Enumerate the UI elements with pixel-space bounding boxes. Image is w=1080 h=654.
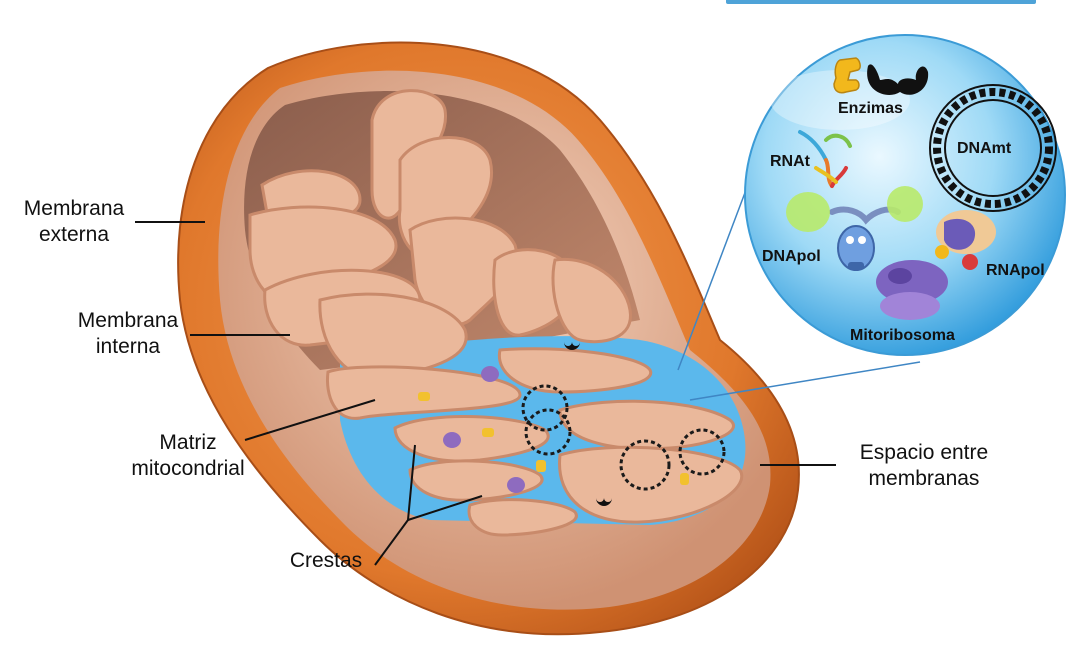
ribosome-glyph xyxy=(443,432,461,448)
label-intermembrane-space: Espacio entre membranas xyxy=(836,440,1012,492)
label-matrix-line1: Matriz xyxy=(159,431,217,454)
enzyme-glyph xyxy=(482,428,494,437)
crista xyxy=(467,498,578,537)
mtdna-ring xyxy=(678,428,726,476)
leader-matrix xyxy=(244,399,376,441)
label-inner-membrane-line1: Membrana xyxy=(77,309,179,332)
inset-label-rna-polymerase: RNApol xyxy=(986,262,1045,279)
crista xyxy=(318,292,468,380)
crista xyxy=(497,347,653,394)
crista xyxy=(408,459,544,502)
top-accent-bar xyxy=(726,0,1036,4)
crista xyxy=(551,257,632,344)
trna-graphic xyxy=(798,130,852,188)
label-inner-membrane-line2: interna xyxy=(95,335,161,358)
mtdna-ring xyxy=(524,408,572,456)
callout-line xyxy=(677,189,747,371)
rna-polymerase-graphic xyxy=(935,210,996,270)
callout-line xyxy=(689,361,921,401)
ribosome-glyph xyxy=(481,366,499,382)
label-matrix-line2: mitocondrial xyxy=(131,457,245,480)
inset-label-mitoribosome: Mitoribosoma xyxy=(850,327,955,344)
crista xyxy=(393,414,550,463)
label-matrix: Matriz mitocondrial xyxy=(118,430,258,482)
mtdna-ring xyxy=(521,384,569,432)
enzyme-glyph xyxy=(596,498,612,506)
mtdna-ring xyxy=(619,439,671,491)
ribosome-glyph xyxy=(507,477,525,493)
enzyme-glyph xyxy=(536,460,546,472)
inset-label-trna: RNAt xyxy=(770,153,810,170)
enzyme-glyph xyxy=(418,392,430,401)
enzyme-glyph xyxy=(564,342,580,350)
label-outer-membrane-line2: externa xyxy=(38,223,110,246)
label-outer-membrane: Membrana externa xyxy=(12,196,136,248)
label-intermembrane-line1: Espacio entre xyxy=(859,441,989,464)
label-cristae: Crestas xyxy=(289,549,363,572)
mtdna-ring-graphic xyxy=(929,84,1057,212)
inset-label-mtdna: DNAmt xyxy=(957,140,1012,157)
enzyme-glyph xyxy=(680,473,689,485)
inset-label-enzymes: Enzimas xyxy=(838,100,903,117)
dna-polymerase-graphic xyxy=(786,186,923,271)
enzymes-graphic xyxy=(833,57,929,95)
inset-label-dna-polymerase: DNApol xyxy=(762,248,821,265)
crista xyxy=(558,399,735,451)
leader-cristae xyxy=(407,495,483,521)
label-inner-membrane: Membrana interna xyxy=(66,308,190,360)
label-intermembrane-line2: membranas xyxy=(868,467,980,490)
label-outer-membrane-line1: Membrana xyxy=(23,197,125,220)
mitoribosome-graphic xyxy=(876,260,948,320)
